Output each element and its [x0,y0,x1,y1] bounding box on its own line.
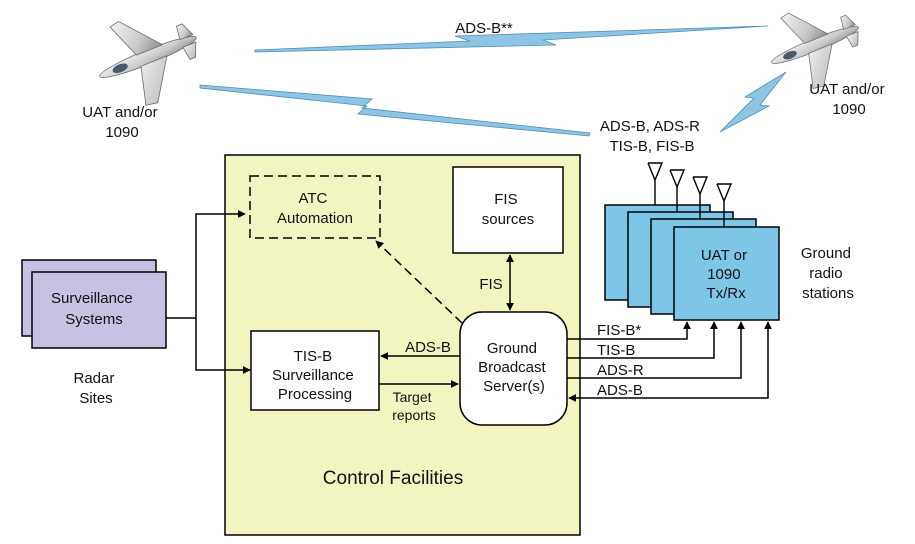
right-uplink [719,71,787,133]
fis-sources-label: FIS sources [482,191,535,228]
control-facilities-title: Control Facilities [323,468,463,489]
left-uplink [199,84,591,137]
tisb-processing-box [250,330,380,411]
target-reports-label: Target reports [392,389,436,423]
aircraft-right-icon [771,12,859,89]
ground-radio-stations-label: Ground radio stations [801,245,855,302]
fis-sources-box [452,166,564,254]
ground-broadcast-server-box [459,311,568,426]
uat-txrx-box [673,226,780,321]
fisb-link-label: FIS-B* [597,322,641,339]
tisb-link-label: TIS-B [597,342,635,359]
surveillance-systems-label: Surveillance Systems [51,290,137,328]
surveillance-to-atc-arrow [195,210,246,318]
aircraft-right-label: UAT and/or 1090 [809,81,889,118]
surveillance-systems-box [31,271,167,349]
uat-txrx-label: UAT or 1090 Tx/Rx [701,247,751,302]
surveillance-to-tisb-arrow [195,318,251,374]
fis-flow-label: FIS [479,276,502,293]
aircraft-left-label: UAT and/or 1090 [82,104,162,141]
air-to-air-link [254,25,769,53]
aircraft-left-icon [99,20,197,106]
uplink-services-label: ADS-B, ADS-R TIS-B, FIS-B [600,118,704,155]
adsr-link-label: ADS-R [597,362,644,379]
adsb-to-tisb-label: ADS-B [405,339,451,356]
air-to-air-label: ADS-B** [455,20,513,37]
atc-automation-label: ATC Automation [277,190,353,227]
tisb-processing-label: TIS-B Surveillance Processing [272,348,358,403]
adsr-link-arrow [567,321,745,379]
atc-automation-box [249,175,381,239]
gbs-to-atc-dashed-arrow [375,240,463,324]
antenna-icon [647,162,733,227]
adsb-downlink-arrow [568,321,772,402]
ground-broadcast-server-label: Ground Broadcast Server(s) [478,340,550,395]
adsb-link-label: ADS-B [597,382,643,399]
radar-sites-label: Radar Sites [73,370,118,407]
